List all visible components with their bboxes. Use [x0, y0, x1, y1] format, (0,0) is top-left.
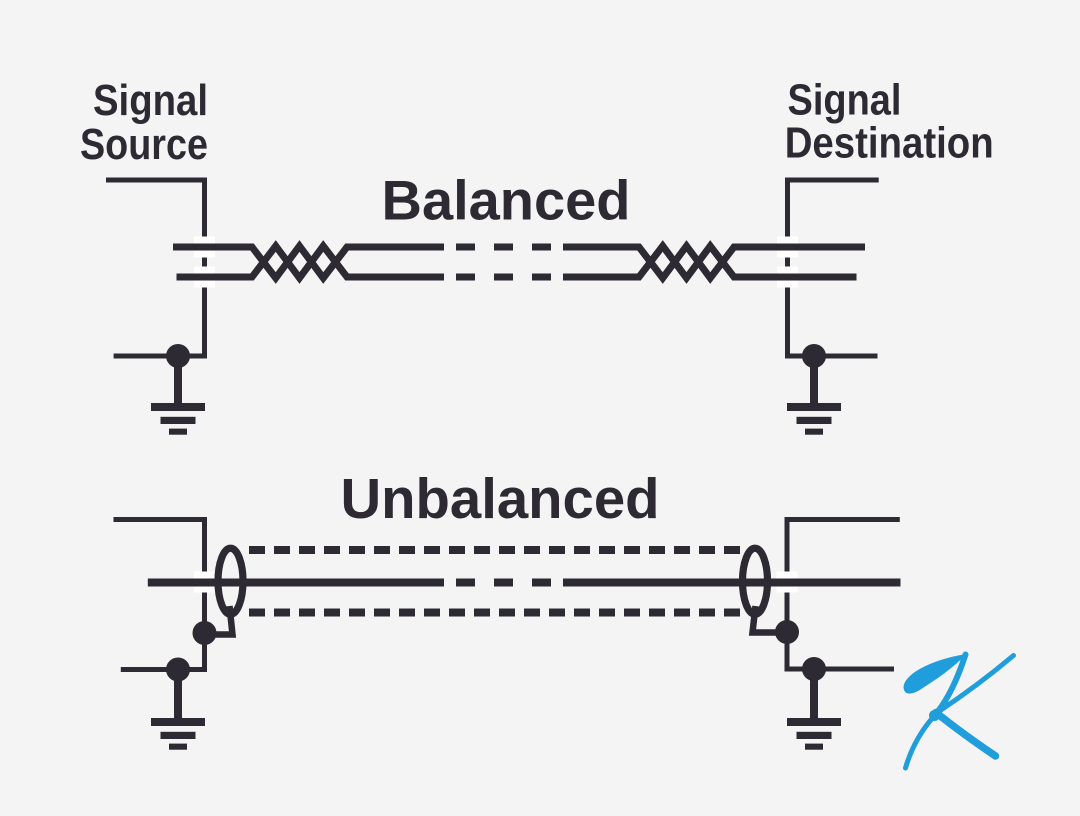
- svg-text:Destination: Destination: [785, 119, 994, 168]
- svg-text:Source: Source: [80, 120, 208, 169]
- svg-text:Signal: Signal: [93, 76, 208, 125]
- svg-text:Balanced: Balanced: [382, 169, 631, 232]
- svg-text:Signal: Signal: [788, 75, 902, 124]
- svg-text:Unbalanced: Unbalanced: [341, 467, 660, 531]
